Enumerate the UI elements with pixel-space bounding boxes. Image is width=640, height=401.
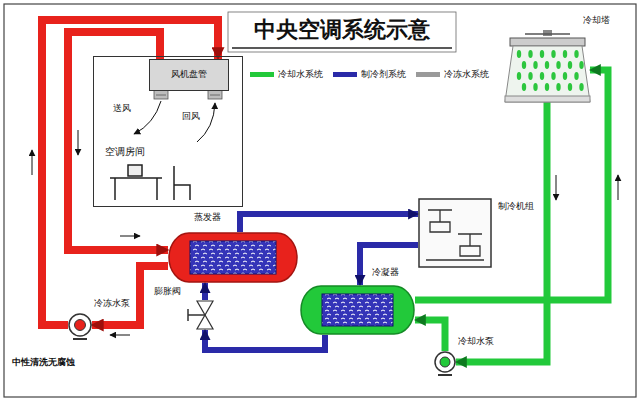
evaporator: 蒸发器 bbox=[168, 232, 298, 283]
node-label: 空调房间 bbox=[105, 146, 145, 157]
legend-swatch bbox=[416, 72, 440, 77]
legend-text: 制冷剂系统 bbox=[361, 70, 406, 80]
pipe-connector bbox=[415, 70, 608, 300]
pump-shape bbox=[68, 313, 92, 337]
title-underline bbox=[232, 47, 452, 49]
node-label: 冷却塔 bbox=[583, 16, 610, 26]
cyl-shape bbox=[300, 285, 415, 335]
furniture bbox=[110, 165, 190, 200]
return-air-arrow bbox=[197, 103, 215, 142]
pump-shape bbox=[434, 351, 456, 373]
pipe-connector bbox=[202, 283, 208, 300]
pipe-connector bbox=[415, 320, 445, 351]
air-label: 回风 bbox=[182, 112, 200, 122]
legend-swatch bbox=[333, 72, 357, 77]
legend-text: 冷却水系统 bbox=[278, 70, 323, 80]
node-label: 冷却水泵 bbox=[458, 337, 494, 347]
pipe-connector bbox=[205, 330, 325, 350]
valve-shape bbox=[196, 300, 214, 330]
diagram-title: 中央空调系统示意 bbox=[254, 17, 430, 41]
legend-text: 冷冻水系统 bbox=[444, 70, 489, 80]
node-label: 制冷机组 bbox=[498, 202, 534, 212]
title-box bbox=[228, 12, 456, 52]
cooling-tower: 冷却塔 bbox=[505, 30, 590, 102]
expansion-valve: 膨胀阀 bbox=[196, 300, 214, 330]
condenser: 冷凝器 bbox=[300, 285, 415, 335]
comp-shape bbox=[418, 198, 492, 268]
cooling-water-pump: 冷却水泵 bbox=[434, 351, 456, 373]
node-label: 蒸发器 bbox=[194, 213, 221, 223]
node-label: 冷凝器 bbox=[372, 268, 399, 278]
chilled-water-pump: 冷冻水泵 bbox=[68, 313, 92, 337]
air-vents bbox=[154, 90, 222, 99]
legend-swatch bbox=[250, 72, 274, 77]
supply-air-arrow bbox=[134, 101, 161, 134]
air-label: 送风 bbox=[113, 104, 131, 114]
cyl-shape bbox=[168, 232, 298, 283]
refrigeration-unit: 制冷机组 bbox=[418, 198, 492, 268]
pipe-connector bbox=[240, 214, 418, 232]
frame bbox=[4, 4, 636, 397]
node-label: 冷冻水泵 bbox=[94, 299, 130, 309]
air-conditioned-room: 空调房间 风机盘管 bbox=[93, 56, 243, 207]
flow-arrows bbox=[32, 130, 618, 335]
note: 中性清洗无腐蚀 bbox=[12, 358, 75, 368]
node-label: 膨胀阀 bbox=[154, 287, 181, 297]
pipe-connector bbox=[360, 245, 418, 285]
tower-shape bbox=[505, 30, 590, 102]
node-label: 风机盘管 bbox=[171, 70, 207, 80]
fan-coil-unit: 风机盘管 bbox=[149, 59, 229, 91]
